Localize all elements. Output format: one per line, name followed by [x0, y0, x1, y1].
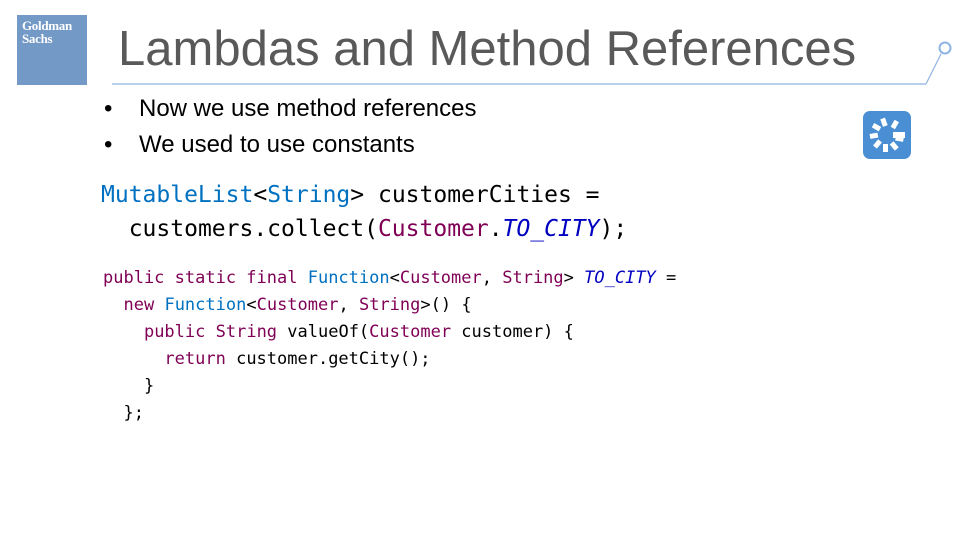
goldman-sachs-logo: Goldman Sachs — [17, 15, 87, 85]
bullet-item: • We used to use constants — [104, 127, 477, 163]
eclipse-collections-icon — [863, 111, 911, 159]
code-line: public String valueOf(Customer customer)… — [103, 319, 676, 346]
code-space — [154, 295, 164, 315]
code-punct: , — [338, 295, 359, 315]
code-type: MutableList — [101, 182, 254, 208]
code-line: } — [103, 373, 676, 400]
code-line: }; — [103, 400, 676, 427]
code-punct: < — [253, 182, 268, 208]
code-indent — [103, 322, 144, 342]
slide-title: Lambdas and Method References — [118, 22, 857, 76]
code-keyword: public static final — [103, 268, 298, 288]
bullet-marker: • — [104, 95, 113, 122]
code-type: Function — [164, 295, 247, 315]
code-class: Customer — [377, 216, 489, 242]
code-punct: < — [246, 295, 257, 315]
code-text: } — [103, 376, 155, 396]
code-text: ); — [599, 216, 628, 242]
bullet-list: • Now we use method references • We used… — [104, 91, 477, 163]
code-class: String — [502, 268, 564, 288]
code-class: String — [358, 295, 421, 315]
code-class: String — [215, 322, 278, 342]
bullet-text: Now we use method references — [139, 95, 477, 122]
code-space — [205, 322, 215, 342]
code-block-constant-definition: public static final Function<Customer, S… — [103, 265, 676, 427]
bullet-item: • Now we use method references — [104, 91, 477, 127]
code-block-method-call: MutableList<String> customerCities = cus… — [101, 178, 627, 246]
code-punct: . — [488, 216, 503, 242]
code-constant: TO_CITY — [502, 216, 600, 242]
code-line: MutableList<String> customerCities = — [101, 178, 627, 212]
code-text: = — [655, 268, 677, 288]
code-keyword: public — [143, 322, 206, 342]
code-punct: , — [481, 268, 503, 288]
code-text: customer.getCity(); — [225, 349, 431, 369]
code-keyword: return — [164, 349, 226, 369]
code-indent — [103, 295, 123, 315]
code-constant: TO_CITY — [584, 268, 656, 288]
code-indent — [103, 349, 164, 369]
code-indent — [101, 216, 129, 242]
bullet-marker: • — [104, 131, 113, 158]
code-text: }; — [103, 403, 144, 423]
code-punct: > — [563, 268, 585, 288]
code-line: public static final Function<Customer, S… — [103, 265, 676, 292]
code-class: Customer — [256, 295, 339, 315]
code-text: valueOf( — [277, 322, 370, 342]
code-punct: < — [389, 268, 400, 288]
code-text: > customerCities = — [350, 182, 600, 208]
code-text: >() { — [420, 295, 472, 315]
code-line: return customer.getCity(); — [103, 346, 676, 373]
code-class: Customer — [399, 268, 482, 288]
code-line: new Function<Customer, String>() { — [103, 292, 676, 319]
logo-line-2: Sachs — [22, 31, 53, 46]
logo-line-1: Goldman — [22, 18, 72, 33]
code-type: String — [267, 182, 351, 208]
code-text: customers.collect( — [128, 216, 378, 242]
code-keyword: new — [123, 295, 155, 315]
code-type: Function — [307, 268, 390, 288]
code-line: customers.collect(Customer.TO_CITY); — [101, 212, 628, 246]
code-text: customer) { — [451, 322, 574, 342]
code-space — [297, 268, 307, 288]
code-class: Customer — [369, 322, 452, 342]
bullet-text: We used to use constants — [139, 131, 415, 158]
